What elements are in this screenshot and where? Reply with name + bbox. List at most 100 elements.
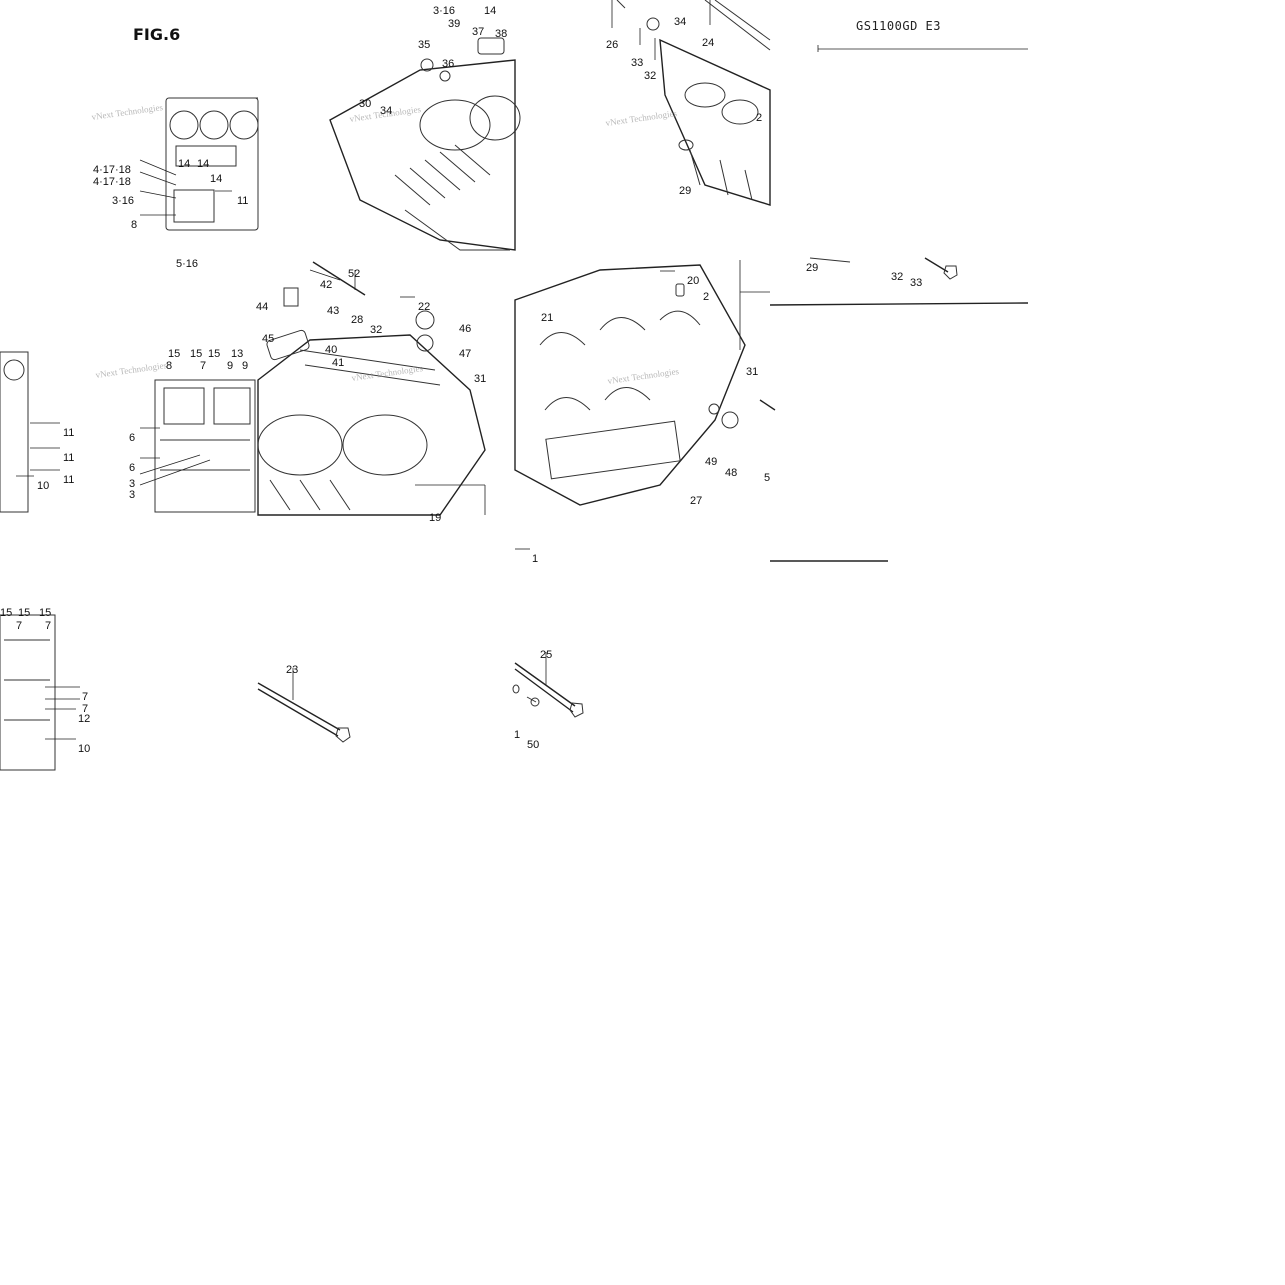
callout-40: 40 [325, 344, 337, 356]
callout-47: 47 [459, 348, 471, 360]
callout-14-a: 14 [178, 158, 190, 170]
callout-19: 19 [429, 512, 441, 524]
callout-33-right: 33 [910, 277, 922, 289]
callout-14-top: 14 [484, 5, 496, 17]
callout-49: 49 [705, 456, 717, 468]
callout-4-17-18-a: 4·17·18 [93, 164, 131, 176]
lower-crankcase-half [514, 264, 776, 506]
callout-6-a: 6 [129, 432, 135, 444]
callout-23: 23 [286, 664, 298, 676]
callout-7-c: 7 [45, 620, 51, 632]
callout-35: 35 [418, 39, 430, 51]
model-code: GS1100GD E3 [856, 19, 941, 33]
watermark: vNext Technologies [607, 366, 680, 386]
bolt-50 [512, 684, 540, 707]
crankcase-lower-left [0, 614, 56, 771]
figure-title: FIG.6 [133, 25, 181, 44]
callout-15-a: 15 [168, 348, 180, 360]
callout-52: 52 [348, 268, 360, 280]
callout-41: 41 [332, 357, 344, 369]
watermark: vNext Technologies [91, 102, 164, 122]
callout-31-left: 31 [474, 373, 486, 385]
callout-34-right: 34 [674, 16, 686, 28]
callout-11-a: 11 [237, 195, 248, 207]
callout-27: 27 [690, 495, 702, 507]
callout-43: 43 [327, 305, 339, 317]
stud-bolt-25 [514, 662, 584, 718]
callout-15-d: 15 [0, 607, 12, 619]
callout-26: 26 [606, 39, 618, 51]
lower-crankcase-perspective [616, 0, 771, 206]
callout-7-d: 7 [82, 691, 88, 703]
callout-1: 1 [532, 553, 538, 565]
callout-46: 46 [459, 323, 471, 335]
callout-2-mid: 2 [703, 291, 709, 303]
callout-3-a: 3 [129, 478, 135, 490]
callout-31-right: 31 [746, 366, 758, 378]
section-rule [769, 302, 1029, 306]
callout-13: 13 [231, 348, 243, 360]
callout-9-b: 9 [242, 360, 248, 372]
callout-25: 25 [540, 649, 552, 661]
callout-2-top: 2 [756, 112, 762, 124]
callout-44: 44 [256, 301, 268, 313]
callout-42: 42 [320, 279, 332, 291]
callout-8-a: 8 [131, 219, 137, 231]
callout-10-b: 10 [78, 743, 90, 755]
callout-33-top: 33 [631, 57, 643, 69]
callout-4-17-18-b: 4·17·18 [93, 176, 131, 188]
callout-14-b: 14 [197, 158, 209, 170]
callout-32-mid: 32 [370, 324, 382, 336]
callout-15-b: 15 [190, 348, 202, 360]
callout-38: 38 [495, 28, 507, 40]
callout-48: 48 [725, 467, 737, 479]
watermark: vNext Technologies [95, 360, 168, 380]
callout-14-c: 14 [210, 173, 222, 185]
callout-39: 39 [448, 18, 460, 30]
callout-30: 30 [359, 98, 371, 110]
callout-15-f: 15 [39, 607, 51, 619]
watermark: vNext Technologies [351, 363, 424, 383]
callout-11-d: 11 [63, 474, 74, 486]
callout-45: 45 [262, 333, 274, 345]
callout-36: 36 [442, 58, 454, 70]
upper-crankcase-top-view [165, 97, 259, 231]
callout-3-b: 3 [129, 489, 135, 501]
callout-24: 24 [702, 37, 714, 49]
callout-22: 22 [418, 301, 430, 313]
callout-37: 37 [472, 26, 484, 38]
callout-1-b: 1 [514, 729, 520, 741]
callout-32-right: 32 [891, 271, 903, 283]
callout-15-e: 15 [18, 607, 30, 619]
callout-15-c: 15 [208, 348, 220, 360]
callout-28: 28 [351, 314, 363, 326]
callout-29-top: 29 [679, 185, 691, 197]
watermark: vNext Technologies [605, 108, 678, 128]
callout-12: 12 [78, 713, 90, 725]
callout-5-16: 5·16 [176, 258, 198, 270]
stud-bolt-23 [257, 682, 351, 743]
callout-6-b: 6 [129, 462, 135, 474]
callout-9-a: 9 [227, 360, 233, 372]
callout-11-b: 11 [63, 427, 74, 439]
callout-3-16: 3·16 [112, 195, 134, 207]
bolt-33-right [809, 257, 958, 280]
callout-21: 21 [541, 312, 553, 324]
crankcase-side-view [0, 351, 256, 513]
callout-7-b: 7 [16, 620, 22, 632]
callout-7-a: 7 [200, 360, 206, 372]
callout-29-right: 29 [806, 262, 818, 274]
callout-7-e: 7 [82, 703, 88, 715]
callout-20: 20 [687, 275, 699, 287]
callout-34-left: 34 [380, 105, 392, 117]
crankcase-assembly-middle [257, 261, 486, 516]
callout-10-a: 10 [37, 480, 49, 492]
callout-11-c: 11 [63, 452, 74, 464]
leader-lines [16, 0, 770, 740]
upper-crankcase-perspective [329, 37, 521, 251]
callout-32-top: 32 [644, 70, 656, 82]
callout-8-b: 8 [166, 360, 172, 372]
